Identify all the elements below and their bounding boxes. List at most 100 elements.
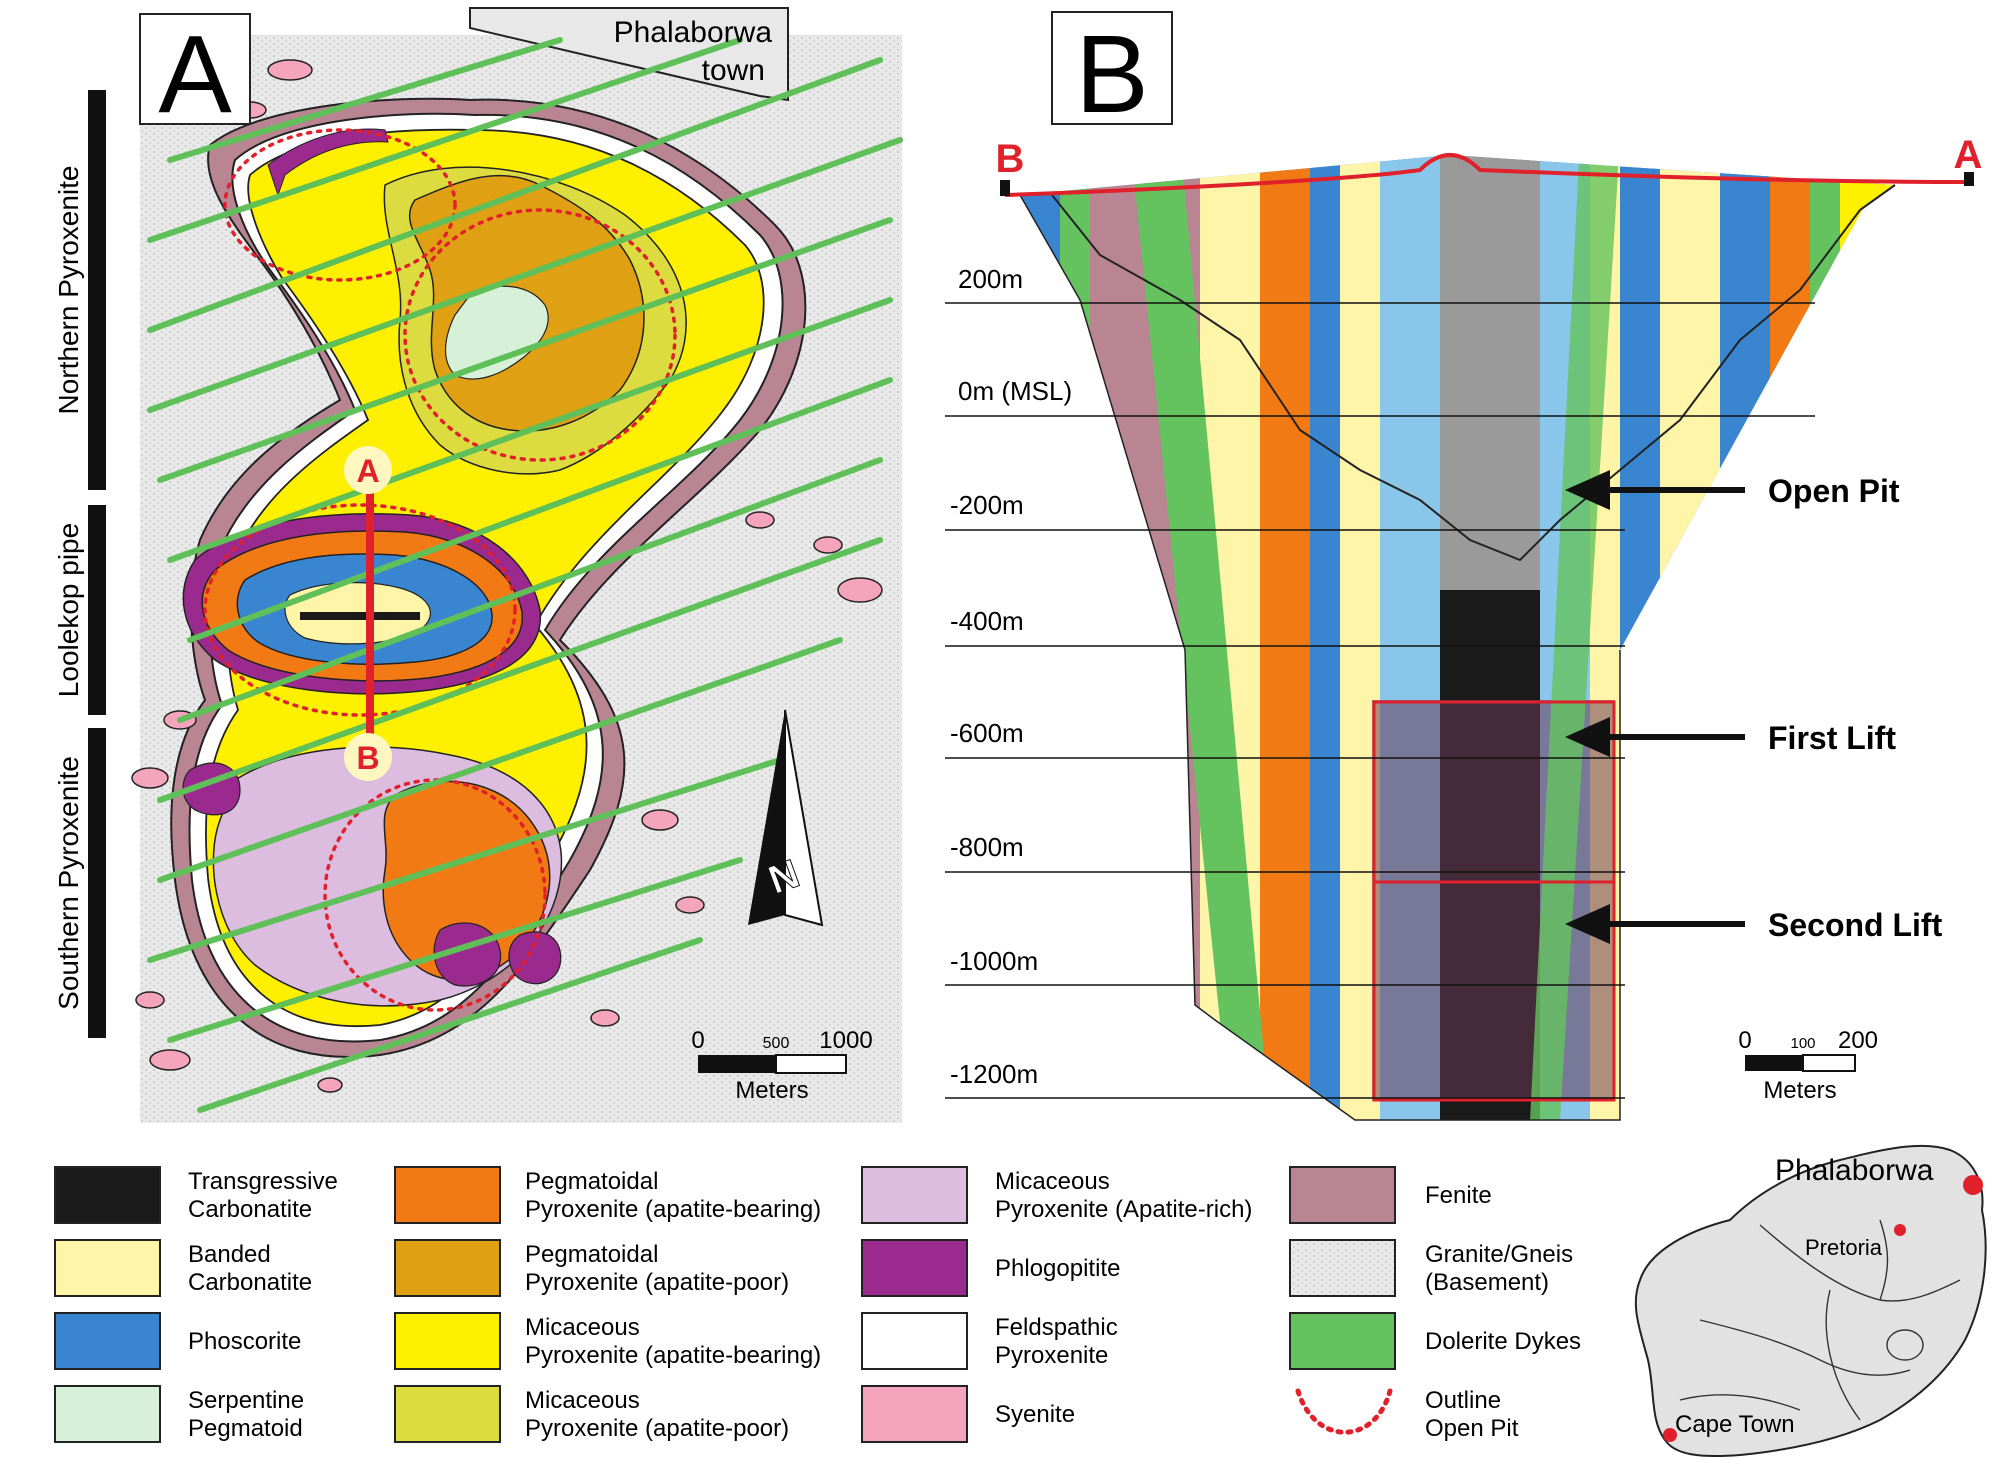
legend-item: Syenite	[861, 1385, 1075, 1443]
pit-outline	[1051, 184, 1896, 562]
legend-swatch	[394, 1239, 501, 1297]
depth-lines	[945, 302, 1815, 1099]
scale-b-100: 100	[1790, 1035, 1815, 1052]
arrow-first-lift	[1565, 717, 1745, 757]
second-lift-box	[1372, 880, 1616, 1102]
surface-end-left	[1000, 180, 1010, 196]
legend-label: Outline	[1425, 1387, 1501, 1414]
depth-label-minus800: -800m	[950, 832, 1024, 862]
legend-label: Pegmatoidal	[525, 1168, 658, 1195]
legend-label: Transgressive	[188, 1168, 338, 1195]
legend-swatch-outline	[1295, 1388, 1393, 1435]
scale-b-unit: Meters	[1763, 1077, 1836, 1104]
legend-label: Pyroxenite (Apatite-rich)	[995, 1196, 1252, 1223]
section-end-left-label: B	[996, 137, 1025, 181]
legend-label: Micaceous	[525, 1387, 640, 1414]
surface-end-right	[1964, 172, 1974, 186]
legend-label: Pyroxenite (apatite-poor)	[525, 1415, 789, 1442]
panel-b-section: B	[945, 11, 1983, 1121]
side-label-loolekop: Loolekop pipe	[53, 523, 84, 697]
legend-swatch	[861, 1166, 968, 1224]
legend-swatch	[54, 1239, 161, 1297]
legend-label: Pyroxenite (apatite-poor)	[525, 1269, 789, 1296]
depth-label-minus200: -200m	[950, 490, 1024, 520]
marker-phalaborwa	[1963, 1175, 1983, 1195]
legend-swatch	[54, 1312, 161, 1370]
section-body	[1020, 155, 1895, 1120]
section-start-marker	[344, 446, 392, 494]
legend-label: Pegmatoid	[188, 1415, 303, 1442]
side-bar-northern	[88, 90, 106, 490]
section-boundary	[1019, 194, 1621, 1121]
legend-swatch	[861, 1385, 968, 1443]
dolerite-dykes	[147, 37, 903, 1113]
legend-item: Fenite	[1289, 1166, 1492, 1224]
depth-label-200: 200m	[958, 264, 1023, 294]
legend-item: Dolerite Dykes	[1289, 1312, 1581, 1370]
map-label-phalaborwa: Phalaborwa	[1775, 1154, 1934, 1187]
legend-label: Phlogopitite	[995, 1255, 1120, 1282]
panel-b-letter: B	[1075, 13, 1148, 136]
transgressive-carbonatite	[300, 612, 420, 620]
marker-pretoria	[1894, 1224, 1906, 1236]
section-end-marker	[344, 733, 392, 781]
depth-label-minus1200: -1200m	[950, 1059, 1038, 1089]
scale-a-dark	[698, 1055, 776, 1073]
depth-label-minus400: -400m	[950, 606, 1024, 636]
marker-cape-town	[1663, 1428, 1677, 1442]
legend-label: Granite/Gneis	[1425, 1241, 1573, 1268]
legend-swatch	[1289, 1239, 1396, 1297]
south-africa-outline	[1634, 1144, 1987, 1458]
legend-item: Phlogopitite	[861, 1239, 1120, 1297]
scale-b-0: 0	[1738, 1027, 1751, 1054]
legend-label: Pyroxenite (apatite-bearing)	[525, 1196, 821, 1223]
section-end-right-label: A	[1954, 133, 1983, 177]
legend-swatch	[394, 1385, 501, 1443]
legend-label: Micaceous	[995, 1168, 1110, 1195]
legend-label: Feldspathic	[995, 1314, 1118, 1341]
syenite-bodies	[131, 59, 883, 1093]
map-label-pretoria: Pretoria	[1805, 1235, 1883, 1260]
legend-label: Dolerite Dykes	[1425, 1328, 1581, 1355]
legend-label: Pyroxenite (apatite-bearing)	[525, 1342, 821, 1369]
arrow-label-open-pit: Open Pit	[1768, 473, 1900, 509]
panel-a-letter-box	[139, 13, 251, 125]
surface-line	[1004, 153, 1969, 197]
section-start-label: A	[356, 453, 379, 489]
legend-item: Phoscorite	[54, 1312, 301, 1370]
scale-a-0: 0	[691, 1027, 704, 1054]
panel-a-letter: A	[158, 13, 232, 136]
scale-b-dark	[1745, 1055, 1803, 1071]
scale-a-1000: 1000	[819, 1027, 872, 1054]
legend-label: Carbonatite	[188, 1269, 312, 1296]
scale-b-light	[1802, 1054, 1856, 1072]
legend-label: Fenite	[1425, 1182, 1492, 1209]
north-arrow-dark	[748, 710, 785, 925]
scale-a-unit: Meters	[735, 1077, 808, 1104]
legend: TransgressiveCarbonatiteBandedCarbonatit…	[54, 1166, 1581, 1443]
panel-a-map: A B A Phalaborwa town Northern Pyroxenit…	[53, 7, 903, 1123]
arrow-label-second-lift: Second Lift	[1768, 907, 1943, 943]
legend-swatch	[861, 1312, 968, 1370]
location-map: Phalaborwa Pretoria Cape Town	[1634, 1144, 1987, 1458]
side-bar-southern	[88, 728, 106, 1038]
north-arrow-light	[784, 709, 824, 927]
legend-item: Granite/Gneis(Basement)	[1289, 1239, 1573, 1297]
arrow-label-first-lift: First Lift	[1768, 720, 1896, 756]
legend-label: Micaceous	[525, 1314, 640, 1341]
phlogopitite-south-2	[508, 931, 562, 985]
open-pit-outlines	[203, 128, 677, 1012]
legend-swatch	[1289, 1312, 1396, 1370]
legend-label: Phoscorite	[188, 1328, 301, 1355]
legend-swatch	[54, 1166, 161, 1224]
